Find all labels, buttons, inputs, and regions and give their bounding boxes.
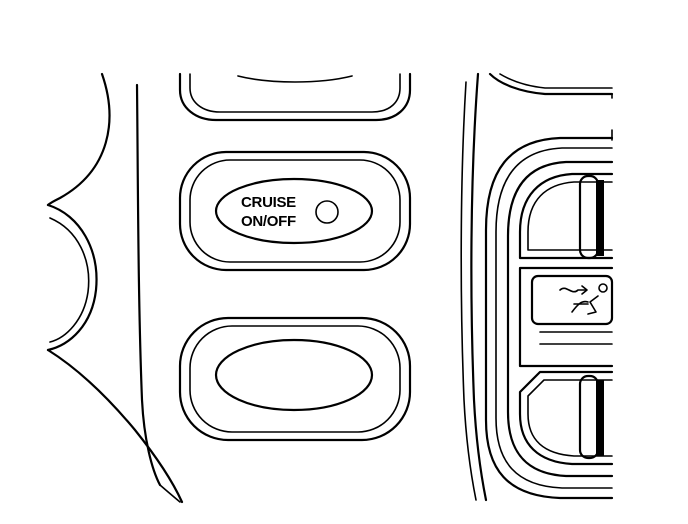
hvac-cluster: [484, 72, 614, 500]
vent-airflow-icon: [559, 283, 608, 315]
blank-switch-button[interactable]: [178, 316, 412, 442]
hvac-vent-mode-button[interactable]: [518, 266, 614, 368]
cruise-indicator-icon: [315, 200, 339, 224]
left-dash-panel: [46, 72, 184, 504]
hvac-top-rocker-button[interactable]: [518, 172, 614, 260]
hvac-bottom-rocker-button[interactable]: [518, 370, 614, 466]
cruise-label-line2: ON/OFF: [241, 213, 296, 230]
cruise-label-line1: CRUISE: [241, 194, 296, 211]
cruise-on-off-button[interactable]: CRUISE ON/OFF: [178, 150, 412, 272]
top-switch[interactable]: [178, 72, 412, 122]
center-bezel-edge: [460, 72, 488, 502]
